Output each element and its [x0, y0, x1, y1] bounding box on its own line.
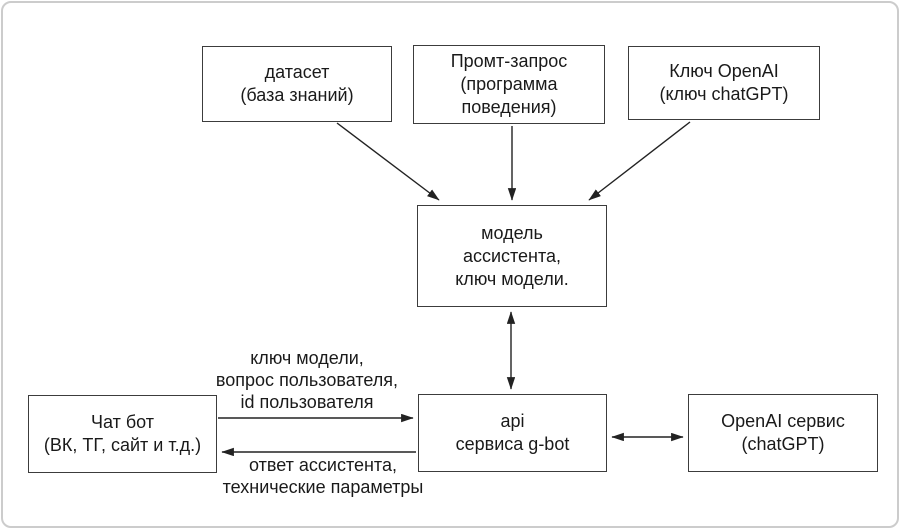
node-openai-key-label: Ключ OpenAI (ключ chatGPT): [659, 61, 789, 104]
node-prompt-request: Промт-запрос (программа поведения): [413, 45, 605, 124]
edge-label-response: ответ ассистента, технические параметры: [222, 455, 424, 497]
node-gbot-api-label: api сервиса g-bot: [455, 411, 570, 454]
node-assistant-model: модель ассистента, ключ модели.: [417, 205, 607, 307]
node-chatbot: Чат бот (ВК, ТГ, сайт и т.д.): [28, 395, 217, 473]
node-prompt-request-label: Промт-запрос (программа поведения): [450, 51, 568, 117]
arrow-dataset-to-model: [336, 122, 440, 201]
node-openai-service: OpenAI сервис (chatGPT): [688, 394, 878, 472]
node-openai-service-label: OpenAI сервис (chatGPT): [721, 411, 845, 454]
node-assistant-model-label: модель ассистента, ключ модели.: [455, 222, 569, 289]
node-openai-key: Ключ OpenAI (ключ chatGPT): [628, 46, 820, 120]
arrow-key-to-model: [588, 121, 691, 201]
node-chatbot-label: Чат бот (ВК, ТГ, сайт и т.д.): [43, 412, 202, 455]
node-dataset: датасет (база знаний): [202, 46, 392, 122]
edge-label-request: ключ модели, вопрос пользователя, id пол…: [215, 348, 399, 412]
node-gbot-api: api сервиса g-bot: [418, 394, 607, 472]
node-dataset-label: датасет (база знаний): [240, 62, 354, 105]
